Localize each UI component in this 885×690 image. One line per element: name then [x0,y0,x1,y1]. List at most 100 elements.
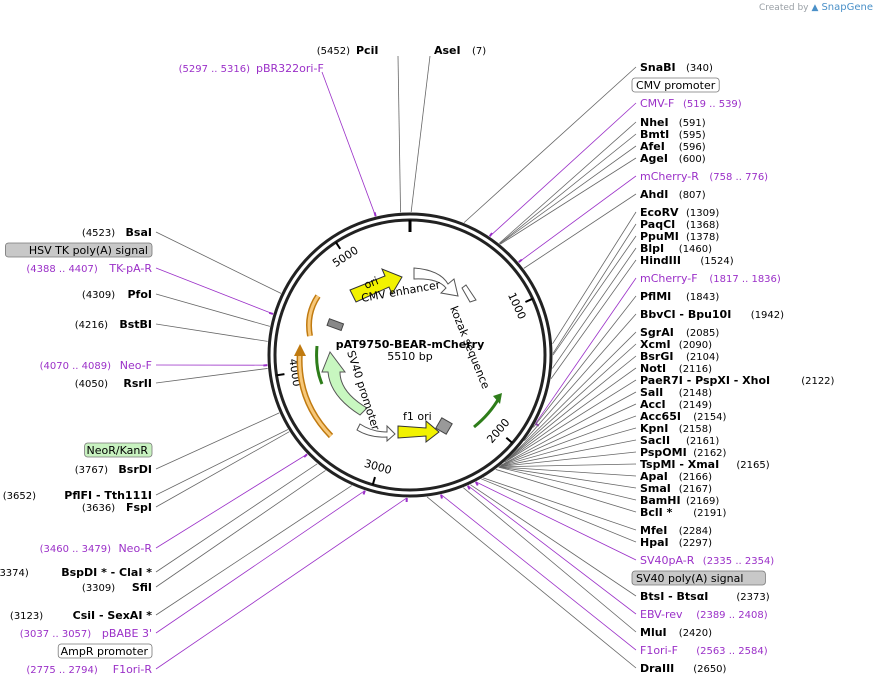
enzyme-mfei[interactable]: MfeI [640,524,667,537]
f1-ori-feature[interactable] [397,419,440,444]
enzyme-apai[interactable]: ApaI [640,470,668,483]
enzyme-mlui[interactable]: MluI [640,626,667,639]
primer-neo-f[interactable]: Neo-F [120,359,152,372]
feature-label-ampr-promoter[interactable]: AmpR promoter [61,645,149,658]
position-ppumi: (1378) [686,232,719,243]
snapgene-logo-icon: ▲ [811,2,819,13]
enzyme-btsi-bts-i[interactable]: BtsI - BtsαI [640,590,708,603]
feature-label-sv40-poly-a-signal[interactable]: SV40 poly(A) signal [636,572,743,585]
primer-mcherry-r[interactable]: mCherry-R [640,170,699,183]
leader-bsai [155,231,282,294]
enzyme-nhei[interactable]: NheI [640,116,669,129]
position-neo-f: (4070 .. 4089) [40,361,112,372]
enzyme-ahdi[interactable]: AhdI [640,188,668,201]
enzyme-pfoi[interactable]: PfoI [128,288,153,301]
position-noti: (2116) [679,364,712,375]
enzyme-rsrii[interactable]: RsrII [123,377,152,390]
enzyme-sfii[interactable]: SfiI [132,581,152,594]
enzyme-kpni[interactable]: KpnI [640,422,668,435]
cmv-enhancer-feature[interactable] [413,267,459,297]
primer-pbr322ori-f[interactable]: pBR322ori-F [256,62,324,75]
feature-label-hsv-tk-poly-a-signal[interactable]: HSV TK poly(A) signal [29,244,148,257]
enzyme-tspmi-xmai[interactable]: TspMI - XmaI [640,458,719,471]
enzyme-bsrdi[interactable]: BsrDI [118,463,152,476]
leader-bspdi-clai [155,463,318,573]
position-snabi: (340) [686,63,713,74]
primer-f1ori-r[interactable]: F1ori-R [113,663,153,676]
enzyme-paer7i-pspxi-xhoi[interactable]: PaeR7I - PspXI - XhoI [640,374,770,387]
enzyme-blpi[interactable]: BlpI [640,242,664,255]
tick-label-2000: 2000 [484,416,512,446]
leader-csii-sexai [155,485,352,616]
enzyme-snabi[interactable]: SnaBI [640,61,676,74]
enzyme-xcmi[interactable]: XcmI [640,338,671,351]
primer-ebv-rev[interactable]: EBV-rev [640,608,683,621]
primer-neo-r[interactable]: Neo-R [118,542,152,555]
enzyme-agei[interactable]: AgeI [640,152,668,165]
enzyme-draiii[interactable]: DraIII [640,662,674,675]
enzyme-bmti[interactable]: BmtI [640,128,669,141]
feature-label-cmv-promoter[interactable]: CMV promoter [636,79,716,92]
enzyme-hpai[interactable]: HpaI [640,536,669,549]
feature-box-sv40-poly-a-signal [631,570,766,586]
primer-mcherry-f[interactable]: mCherry-F [640,272,698,285]
position-apai: (2166) [679,472,712,483]
primer-tk-pa-r[interactable]: TK-pA-R [108,262,152,275]
tick-label-1000: 1000 [505,291,528,322]
leader-rsrii [155,368,268,384]
sv40-promoter-feature[interactable] [321,350,368,416]
enzyme-ppumi[interactable]: PpuMI [640,230,679,243]
ampr-promoter-feature[interactable] [356,423,396,443]
leader-acc65i [500,415,637,467]
feature-label-neor-kanr[interactable]: NeoR/KanR [87,444,149,457]
primer-f1ori-f[interactable]: F1ori-F [640,644,678,657]
leader-bsrdi [155,412,280,470]
position-bsrdi: (3767) [75,465,108,476]
position-sacii: (2161) [686,436,719,447]
leader-afei [499,145,637,245]
enzyme-sacii[interactable]: SacII [640,434,670,447]
enzyme-sali[interactable]: SalI [640,386,663,399]
enzyme-pflmi[interactable]: PflMI [640,290,671,303]
enzyme-acc65i[interactable]: Acc65I [640,410,681,423]
enzyme-pflfi-tth111i[interactable]: PflFI - Tth111I [64,489,152,502]
enzyme-smai[interactable]: SmaI [640,482,671,495]
sv40-small-arc[interactable] [315,345,324,385]
enzyme-bstbi[interactable]: BstBI [119,318,152,331]
primer-sv40pa-r[interactable]: SV40pA-R [640,554,695,567]
primer-mark-tk-pa-r [268,311,274,315]
enzyme-pcii[interactable]: PciI [356,44,378,57]
enzyme-hindiii[interactable]: HindIII [640,254,681,267]
enzyme-ecorv[interactable]: EcoRV [640,206,679,219]
enzyme-bamhi[interactable]: BamHI [640,494,681,507]
enzyme-noti[interactable]: NotI [640,362,666,375]
tick-mark-4000 [276,373,285,377]
enzyme-pspomi[interactable]: PspOMI [640,446,687,459]
ori-feature[interactable] [349,268,403,303]
enzyme-paqci[interactable]: PaqCI [640,218,675,231]
enzyme-bcli[interactable]: BclI * [640,506,673,519]
position-pspomi: (2162) [693,448,726,459]
primer-pbabe-3[interactable]: pBABE 3' [102,627,152,640]
leader-paqci [552,223,637,354]
position-ebv-rev: (2389 .. 2408) [696,610,768,621]
enzyme-afei[interactable]: AfeI [640,140,665,153]
enzyme-bbvci-bpu10i[interactable]: BbvCI - Bpu10I [640,308,731,321]
enzyme-asei[interactable]: AseI [434,44,461,57]
feature-box-hsv-tk-poly-a-signal [5,242,153,258]
leader-f1ori-f [440,494,637,651]
position-acci: (2149) [679,400,712,411]
mcherry-feature[interactable] [473,397,501,429]
enzyme-bsai[interactable]: BsaI [126,226,152,239]
enzyme-csii-sexai[interactable]: CsiI - SexAI * [73,609,153,622]
enzyme-sgrai[interactable]: SgrAI [640,326,674,339]
enzyme-bsrgi[interactable]: BsrGI [640,350,673,363]
primer-cmv-f[interactable]: CMV-F [640,97,674,110]
enzyme-bspdi-clai[interactable]: BspDI * - ClaI * [61,566,152,579]
enzyme-fspi[interactable]: FspI [126,501,152,514]
position-bsrgi: (2104) [686,352,719,363]
kozak-feature[interactable] [461,284,477,303]
snapgene-branding: Created by ▲ SnapGene [759,2,873,13]
enzyme-acci[interactable]: AccI [640,398,666,411]
position-asei: (7) [472,46,486,57]
